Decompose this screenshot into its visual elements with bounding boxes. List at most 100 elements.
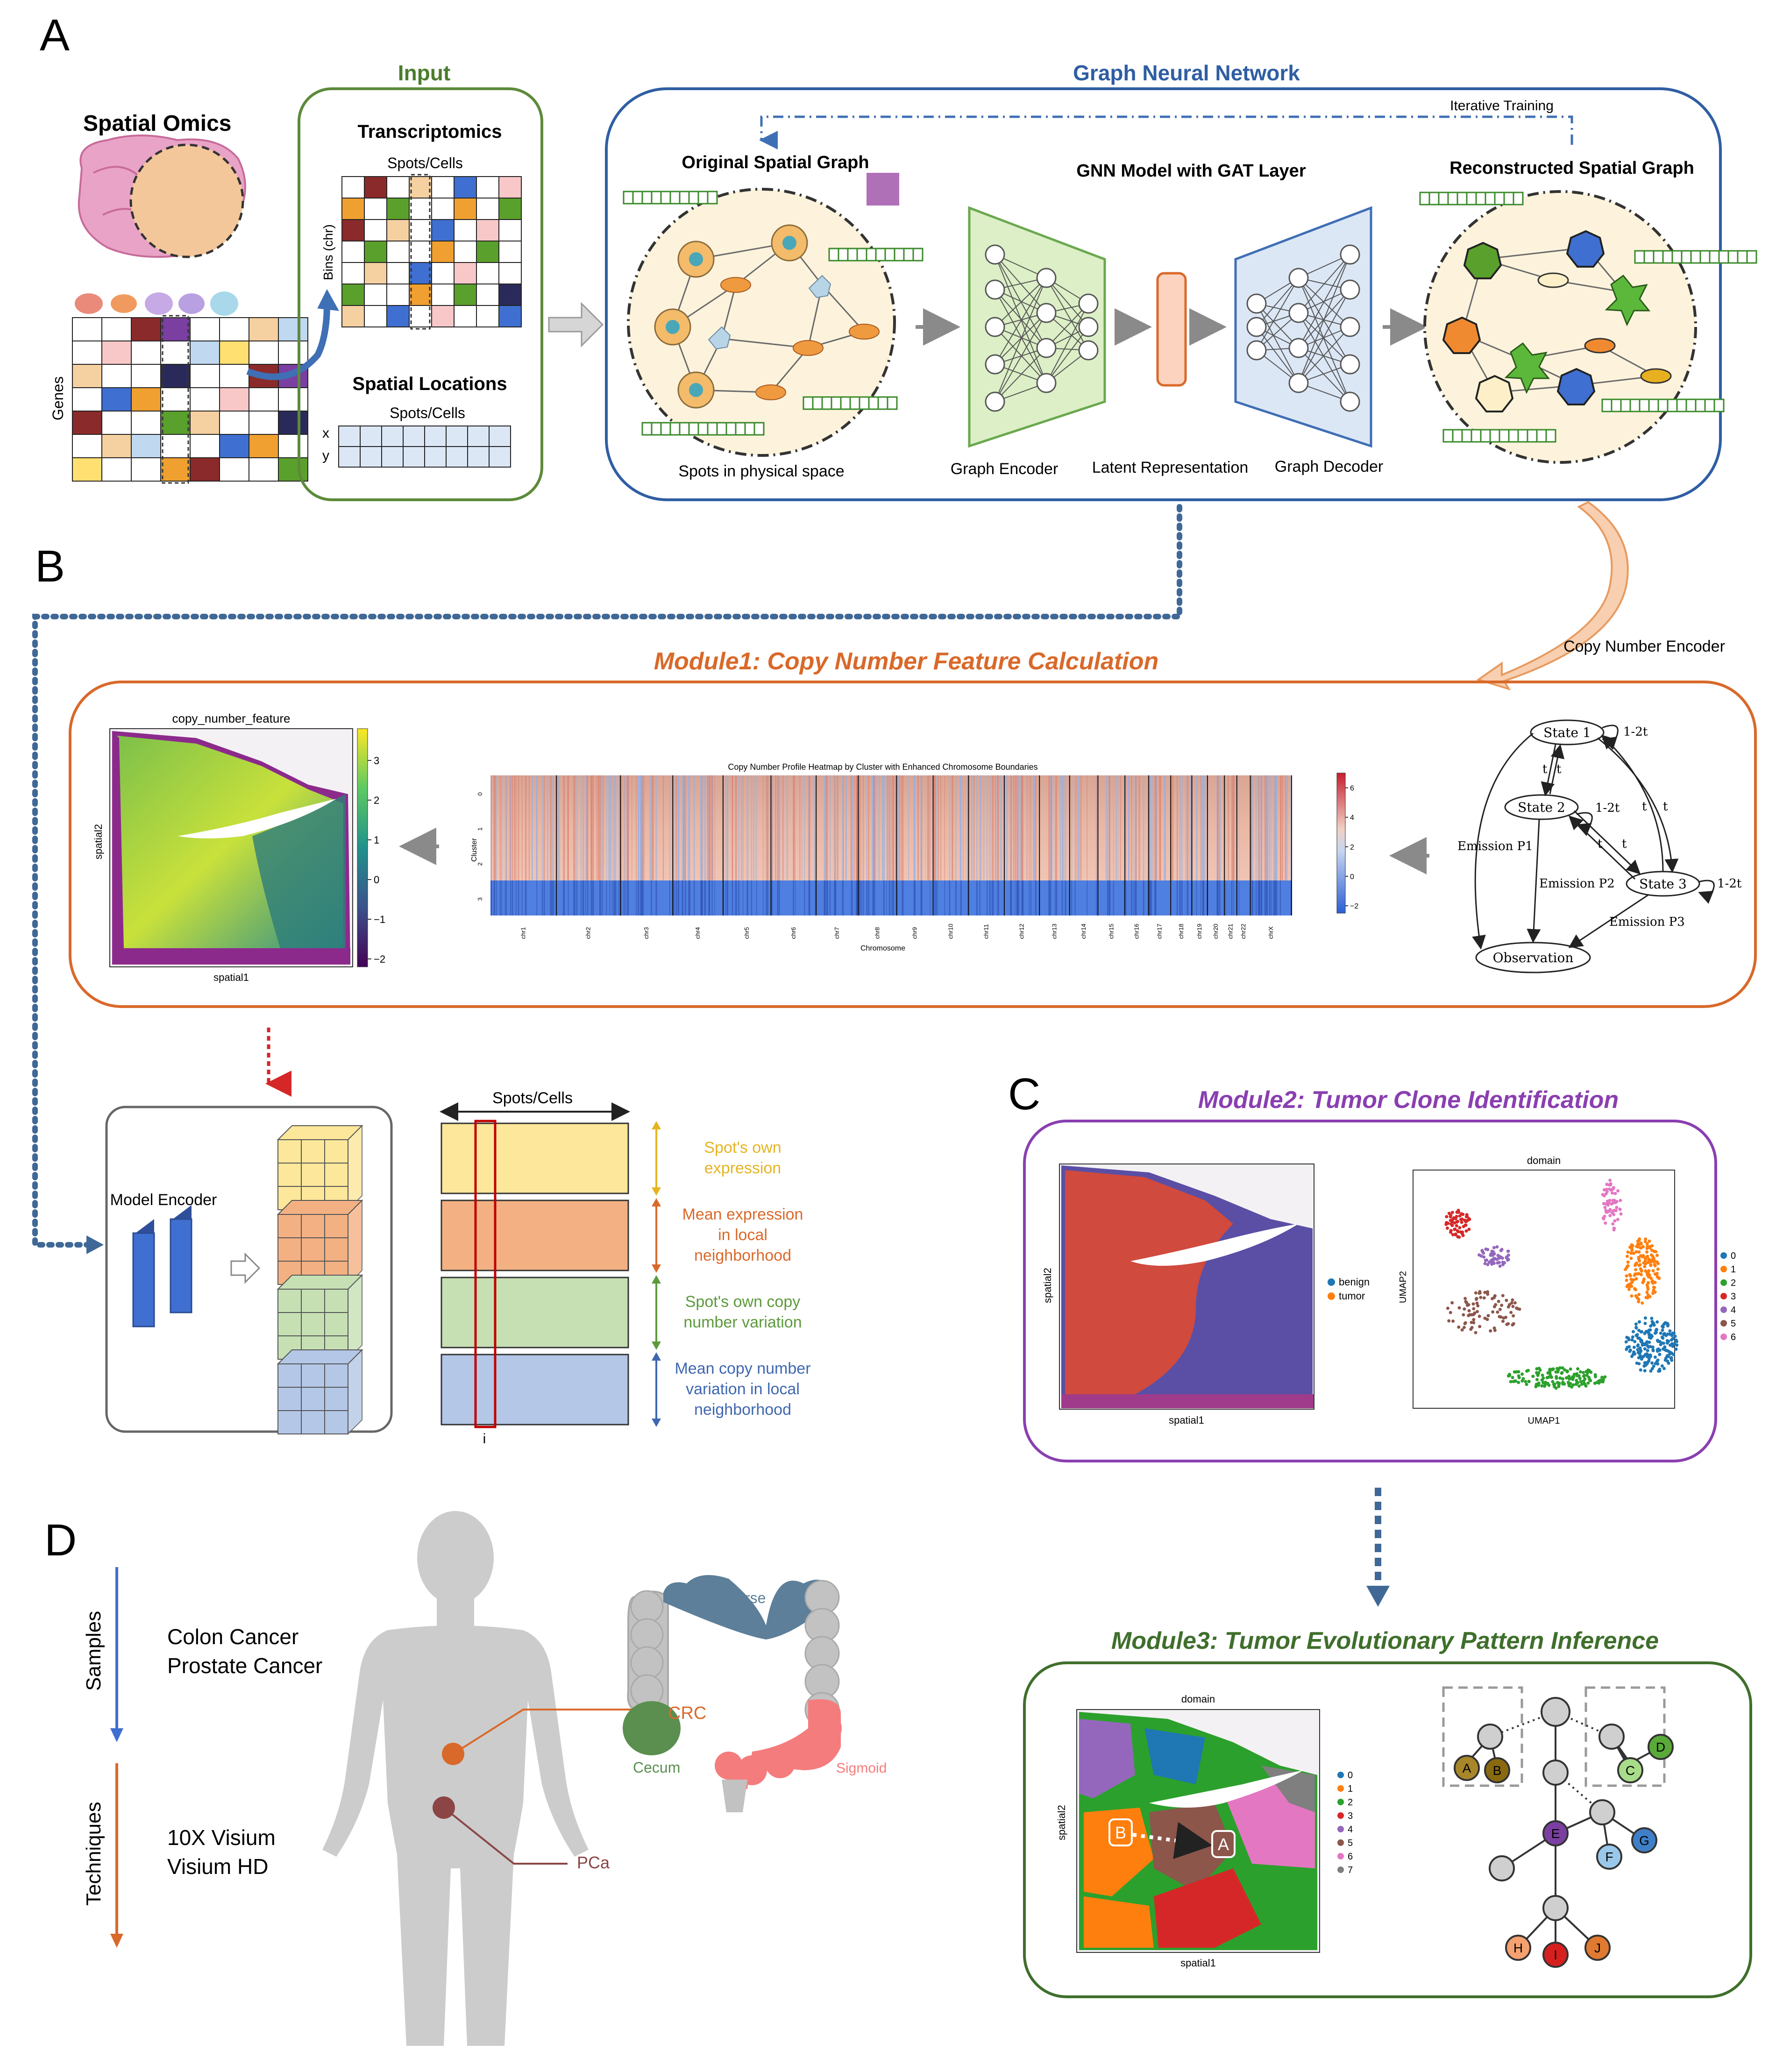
barcode-cell	[623, 191, 634, 205]
heatmap-stripe	[1159, 775, 1161, 880]
heatmap-stripe	[499, 880, 501, 915]
umap-point	[1636, 1344, 1640, 1348]
hmm-t-1: t	[1542, 762, 1548, 776]
cube-cell	[324, 1237, 348, 1262]
location-cell	[446, 446, 468, 468]
matrix-cell	[72, 341, 102, 365]
umap-point	[1565, 1369, 1569, 1373]
heatmap-stripe	[675, 880, 677, 915]
heatmap-stripe	[541, 775, 543, 880]
latent-representation-shape	[1156, 272, 1187, 387]
heatmap-stripe	[852, 775, 854, 880]
cb-tick-label: −2	[1350, 902, 1358, 910]
heatmap-stripe	[998, 880, 999, 915]
heatmap-stripe	[1281, 775, 1283, 880]
heatmap-stripe	[531, 775, 533, 880]
heatmap-stripe	[501, 880, 502, 915]
matrix-cell	[364, 198, 387, 220]
legend-label: 3	[1348, 1811, 1353, 1821]
heatmap-stripe	[1171, 775, 1172, 880]
heatmap-stripe	[738, 775, 739, 880]
tissue-illustration	[78, 135, 246, 258]
umap-point	[1637, 1250, 1641, 1254]
location-cell	[338, 426, 361, 447]
umap-point	[1541, 1378, 1544, 1382]
matrix-cell	[454, 305, 477, 327]
heatmap-stripe	[606, 880, 607, 915]
umap-point	[1512, 1322, 1515, 1326]
umap-point	[1525, 1369, 1529, 1373]
umap-point	[1486, 1290, 1490, 1294]
heatmap-stripe	[814, 775, 816, 880]
umap-point	[1587, 1376, 1591, 1379]
transcriptomics-spots-cells: Spots/Cells	[387, 155, 463, 171]
net-node	[985, 279, 1005, 300]
umap-point	[1603, 1375, 1607, 1379]
heatmap-stripe	[856, 775, 857, 880]
barcode-cell	[1704, 398, 1715, 412]
barcode-cell	[651, 191, 662, 205]
umap-point	[1553, 1385, 1556, 1389]
chromosome-tick-label: chr1	[520, 927, 527, 939]
umap-point	[1561, 1377, 1564, 1381]
samples-label: Samples	[82, 1611, 105, 1691]
heatmap-stripe	[615, 775, 617, 880]
heatmap-stripe	[829, 775, 831, 880]
umap-point	[1643, 1369, 1647, 1373]
heatmap-stripe	[1233, 775, 1234, 880]
spots-physical-label: Spots in physical space	[678, 462, 844, 480]
umap-point	[1625, 1348, 1628, 1351]
heatmap-stripe	[951, 775, 953, 880]
umap-point	[1521, 1377, 1525, 1381]
umap-point	[1505, 1299, 1508, 1302]
copy-number-encoder-label: Copy Number Encoder	[1563, 638, 1725, 655]
cube-cell	[324, 1387, 348, 1411]
umap-point	[1655, 1271, 1659, 1275]
heatmap-stripe	[637, 880, 639, 915]
heatmap-stripe	[651, 775, 654, 880]
umap-point	[1651, 1279, 1655, 1283]
umap-point	[1668, 1329, 1672, 1333]
heatmap-stripe	[990, 880, 991, 915]
umap-point	[1663, 1345, 1667, 1349]
umap-xlabel: UMAP1	[1528, 1416, 1560, 1426]
heatmap-stripe	[727, 775, 728, 880]
matrix-cell	[364, 241, 387, 263]
heatmap-stripe	[1256, 775, 1257, 880]
heatmap-stripe	[494, 775, 496, 880]
hmm-t-5: t	[1642, 800, 1647, 814]
heatmap-stripe	[913, 775, 916, 880]
umap-point	[1667, 1340, 1670, 1343]
barcode-cell	[831, 396, 842, 410]
legend-label: 3	[1731, 1291, 1736, 1302]
heatmap-stripe	[940, 775, 941, 880]
umap-point	[1449, 1230, 1453, 1234]
heatmap-stripe	[1138, 775, 1140, 880]
umap-point	[1486, 1248, 1490, 1251]
umap-point	[1653, 1355, 1657, 1359]
umap-point	[1486, 1314, 1490, 1318]
umap-point	[1613, 1192, 1617, 1195]
heatmap-stripe	[1202, 775, 1203, 880]
matrix-cell	[72, 411, 102, 435]
heatmap-stripe	[610, 775, 611, 880]
locations-spots-cells: Spots/Cells	[390, 404, 465, 421]
umap-point	[1628, 1348, 1632, 1352]
umap-point	[1632, 1346, 1636, 1349]
umap-point	[1670, 1351, 1674, 1355]
barcode-cell	[1601, 398, 1613, 412]
heatmap-stripe	[640, 880, 642, 915]
heatmap-stripe	[521, 775, 523, 880]
barcode-cell	[697, 422, 709, 436]
chromosome-tick-label: chr10	[947, 923, 954, 939]
heatmap-stripe	[766, 775, 767, 880]
heatmap-stripe	[929, 775, 930, 880]
umap-point	[1509, 1380, 1513, 1384]
matrix-cell	[278, 411, 308, 435]
heatmap-stripe	[1065, 775, 1066, 880]
legend-marker	[1337, 1826, 1344, 1832]
heatmap-stripe	[775, 775, 776, 880]
net-edge	[1298, 277, 1350, 365]
barcode-cell	[912, 248, 924, 262]
